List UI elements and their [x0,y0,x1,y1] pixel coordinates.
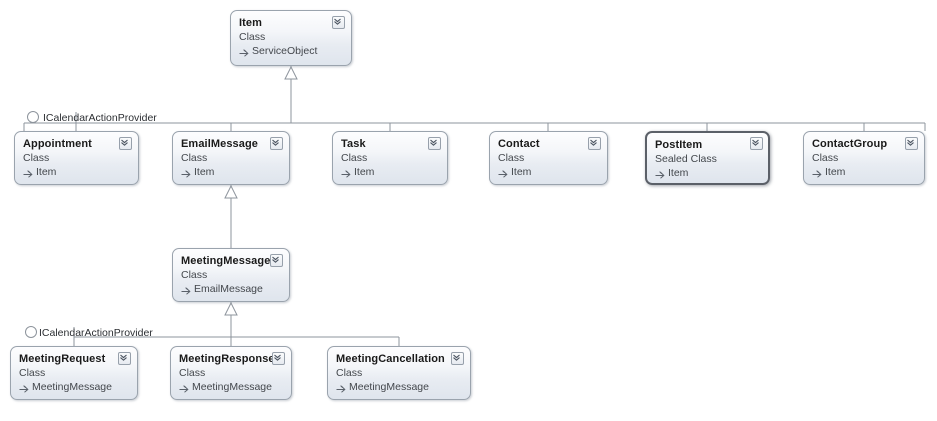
class-stereotype-emailmessage: Class [181,152,208,164]
class-name-contact: Contact [498,138,540,150]
lollipop-interface-icon-meetingrequest [25,326,37,338]
class-base-appointment: Item [23,165,130,179]
class-name-meetingresponse: MeetingResponse [179,353,275,365]
class-stereotype-postitem: Sealed Class [655,153,717,165]
base-class-arrow-icon [181,168,191,178]
class-name-postitem: PostItem [655,139,703,151]
base-class-label-item: ServiceObject [252,45,318,57]
base-class-label-contact: Item [511,166,532,178]
chevron-double-down-icon[interactable] [428,137,441,150]
class-base-meetingmessage: EmailMessage [181,282,281,296]
class-base-task: Item [341,165,439,179]
chevron-double-down-icon[interactable] [118,352,131,365]
lollipop-interface-icon-appointment [27,111,39,123]
base-class-label-meetingcancellation: MeetingMessage [349,381,429,393]
chevron-double-down-icon[interactable] [270,254,283,267]
class-name-item: Item [239,17,263,29]
chevron-double-down-icon[interactable] [750,137,763,150]
class-name-contactgroup: ContactGroup [812,138,888,150]
chevron-double-down-icon[interactable] [119,137,132,150]
class-stereotype-contact: Class [498,152,525,164]
class-base-item: ServiceObject [239,44,343,58]
base-class-arrow-icon [23,168,33,178]
interface-label-meetingrequest: ICalendarActionProvider [39,327,153,339]
chevron-double-down-icon[interactable] [588,137,601,150]
class-stereotype-contactgroup: Class [812,152,839,164]
class-name-meetingcancellation: MeetingCancellation [336,353,445,365]
class-stereotype-item: Class [239,31,266,43]
class-stereotype-meetingrequest: Class [19,367,46,379]
chevron-double-down-icon[interactable] [905,137,918,150]
class-name-emailmessage: EmailMessage [181,138,259,150]
chevron-double-down-icon[interactable] [332,16,345,29]
class-stereotype-task: Class [341,152,368,164]
base-class-label-postitem: Item [668,167,689,179]
base-class-arrow-icon [655,169,665,179]
chevron-double-down-icon[interactable] [270,137,283,150]
interface-label-appointment: ICalendarActionProvider [43,112,157,124]
class-name-appointment: Appointment [23,138,92,150]
class-base-meetingresponse: MeetingMessage [179,380,283,394]
base-class-arrow-icon [179,383,189,393]
class-stereotype-meetingcancellation: Class [336,367,363,379]
class-stereotype-appointment: Class [23,152,50,164]
class-base-emailmessage: Item [181,165,281,179]
class-name-task: Task [341,138,366,150]
class-stereotype-meetingresponse: Class [179,367,206,379]
chevron-double-down-icon[interactable] [451,352,464,365]
generalization-arrowhead-emailmessage [224,184,238,199]
base-class-label-task: Item [354,166,375,178]
base-class-label-meetingresponse: MeetingMessage [192,381,272,393]
base-class-arrow-icon [181,285,191,295]
class-name-meetingrequest: MeetingRequest [19,353,106,365]
base-class-arrow-icon [498,168,508,178]
class-base-contactgroup: Item [812,165,916,179]
base-class-arrow-icon [341,168,351,178]
base-class-arrow-icon [812,168,822,178]
generalization-arrowhead-meetingmessage [224,301,238,316]
base-class-label-appointment: Item [36,166,57,178]
base-class-label-meetingmessage: EmailMessage [194,283,263,295]
generalization-arrowhead-item [284,65,298,80]
base-class-label-meetingrequest: MeetingMessage [32,381,112,393]
class-base-meetingcancellation: MeetingMessage [336,380,462,394]
chevron-double-down-icon[interactable] [272,352,285,365]
class-base-contact: Item [498,165,599,179]
base-class-label-contactgroup: Item [825,166,846,178]
class-base-postitem: Item [655,166,760,180]
base-class-label-emailmessage: Item [194,166,215,178]
class-stereotype-meetingmessage: Class [181,269,208,281]
class-base-meetingrequest: MeetingMessage [19,380,129,394]
class-name-meetingmessage: MeetingMessage [181,255,271,267]
base-class-arrow-icon [19,383,29,393]
base-class-arrow-icon [336,383,346,393]
base-class-arrow-icon [239,47,249,57]
